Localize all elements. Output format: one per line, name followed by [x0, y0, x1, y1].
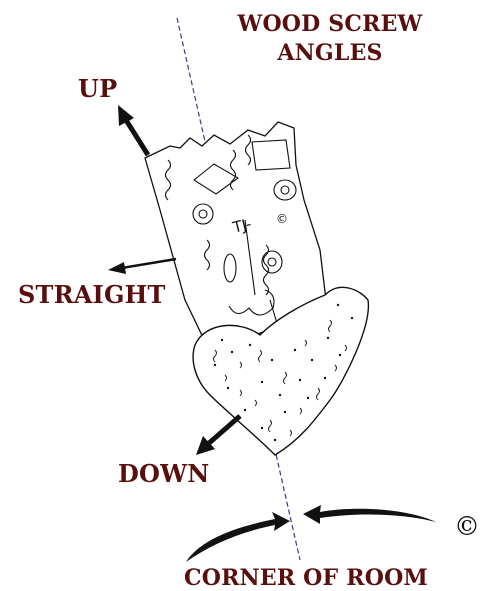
- diagram-title: WOOD SCREW ANGLES: [215, 10, 445, 68]
- arrow-straight: [108, 259, 176, 274]
- title-line-1: WOOD SCREW: [215, 10, 445, 39]
- plaque-mark-copyright: ©: [276, 212, 288, 226]
- title-line-2: ANGLES: [215, 39, 445, 68]
- arrow-up: [118, 105, 148, 155]
- label-straight: STRAIGHT: [18, 283, 166, 307]
- label-corner-of-room: CORNER OF ROOM: [184, 567, 428, 589]
- arrow-corner-right: [303, 505, 436, 524]
- label-down: DOWN: [118, 462, 209, 486]
- copyright-symbol: ©: [454, 512, 480, 542]
- arrow-down: [196, 416, 240, 455]
- arrow-corner-left: [186, 512, 290, 562]
- label-up: UP: [78, 77, 117, 101]
